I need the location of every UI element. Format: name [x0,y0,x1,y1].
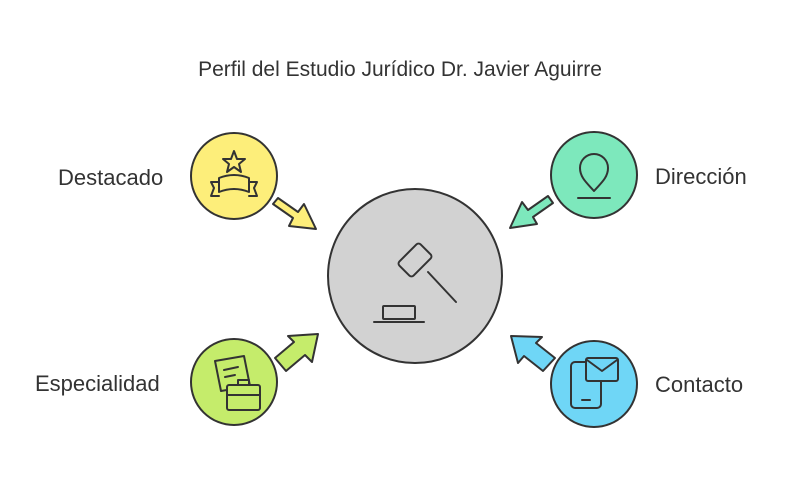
gavel-icon [373,242,457,323]
node-direccion-circle [550,131,638,219]
node-label-destacado: Destacado [58,165,164,190]
center-circle [327,188,503,364]
phone-mail-icon [570,357,619,409]
star-ribbon-icon [210,150,258,197]
arrow-especialidad [274,333,319,372]
arrow-destacado [272,197,317,230]
diagram-title: Perfil del Estudio Jurídico Dr. Javier A… [198,58,602,81]
node-label-contacto: Contacto [655,372,744,397]
documents-briefcase-icon [214,355,261,411]
node-contacto-circle [550,340,638,428]
node-label-direccion: Dirección [655,164,747,189]
node-label-especialidad: Especialidad [35,371,160,396]
location-pin-icon [577,153,611,199]
arrow-direccion [509,195,554,229]
node-especialidad-circle [190,338,278,426]
arrow-contacto [510,335,556,372]
